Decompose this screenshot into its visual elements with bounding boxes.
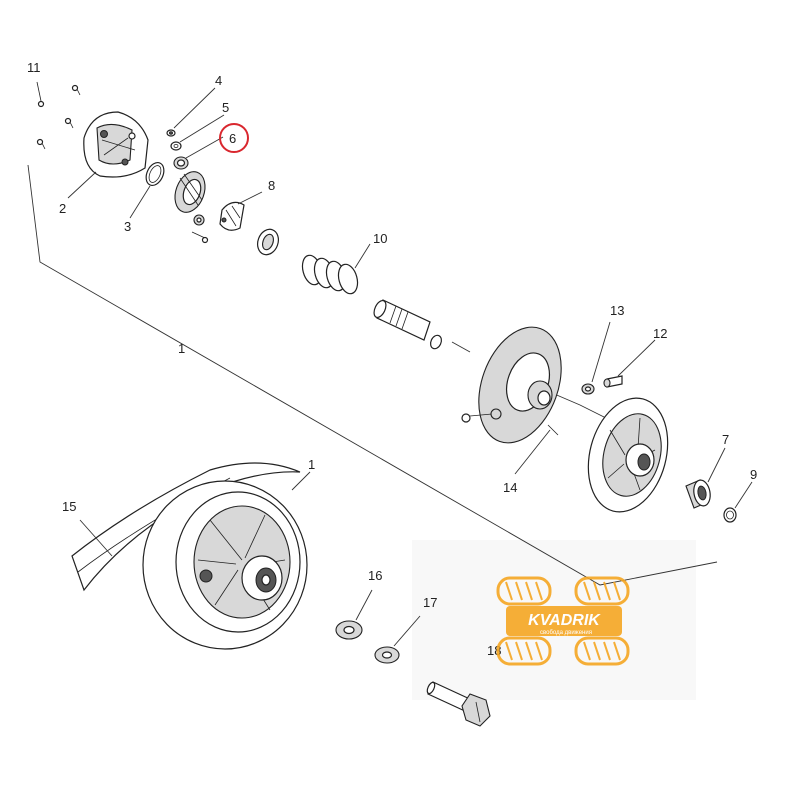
callout-5[interactable]: 5	[222, 100, 229, 115]
clutch-assembly-1	[142, 480, 308, 650]
callout-4[interactable]: 4	[215, 73, 222, 88]
movable-sheave	[587, 397, 669, 513]
roller-assembly	[174, 171, 209, 244]
callout-12[interactable]: 12	[653, 326, 667, 341]
bolt-left	[461, 408, 502, 423]
fixed-sheave	[478, 326, 562, 444]
pin-14	[547, 424, 559, 436]
callout-16[interactable]: 16	[368, 568, 382, 583]
spring-10	[301, 254, 359, 295]
logo-plate	[506, 606, 622, 636]
callout-10[interactable]: 10	[373, 231, 387, 246]
callout-2[interactable]: 2	[59, 201, 66, 216]
logo-tagline: свобода движения	[540, 630, 592, 636]
clip-8	[219, 201, 245, 231]
callout-1-lower[interactable]: 1	[308, 457, 315, 472]
bolt-18	[426, 681, 491, 727]
callout-7[interactable]: 7	[722, 432, 729, 447]
bearing-7	[685, 479, 711, 509]
nut-13	[581, 383, 595, 395]
callout-11[interactable]: 11	[27, 60, 41, 75]
highlight-ring	[219, 123, 249, 153]
leader-lines	[67, 87, 753, 647]
callout-1-upper[interactable]: 1	[178, 341, 185, 356]
washer-17	[374, 646, 400, 664]
callouts: 11 4 5 6 2 3 8 10 1 13 12 14 7 9 1 15 16…	[27, 60, 757, 658]
callout-17[interactable]: 17	[423, 595, 437, 610]
callout-14[interactable]: 14	[503, 480, 517, 495]
bearing-6	[173, 156, 189, 170]
bolt-12	[603, 375, 623, 388]
snap-ring-3	[145, 162, 165, 186]
callout-3[interactable]: 3	[124, 219, 131, 234]
washer-5	[170, 141, 182, 151]
callout-6[interactable]: 6	[229, 131, 236, 146]
washer-16	[335, 620, 363, 640]
snap-ring-9	[723, 507, 737, 523]
callout-13[interactable]: 13	[610, 303, 624, 318]
kvadrik-logo: KVADRIK свобода движения	[496, 576, 630, 666]
bushing	[257, 228, 279, 256]
screws-11	[36, 81, 81, 150]
shaft	[373, 299, 443, 350]
callout-15[interactable]: 15	[62, 499, 76, 514]
logo-brand: KVADRIK	[528, 612, 601, 629]
washer-4	[166, 129, 176, 137]
callout-9[interactable]: 9	[750, 467, 757, 482]
callout-8[interactable]: 8	[268, 178, 275, 193]
spider-housing-2	[83, 111, 149, 178]
